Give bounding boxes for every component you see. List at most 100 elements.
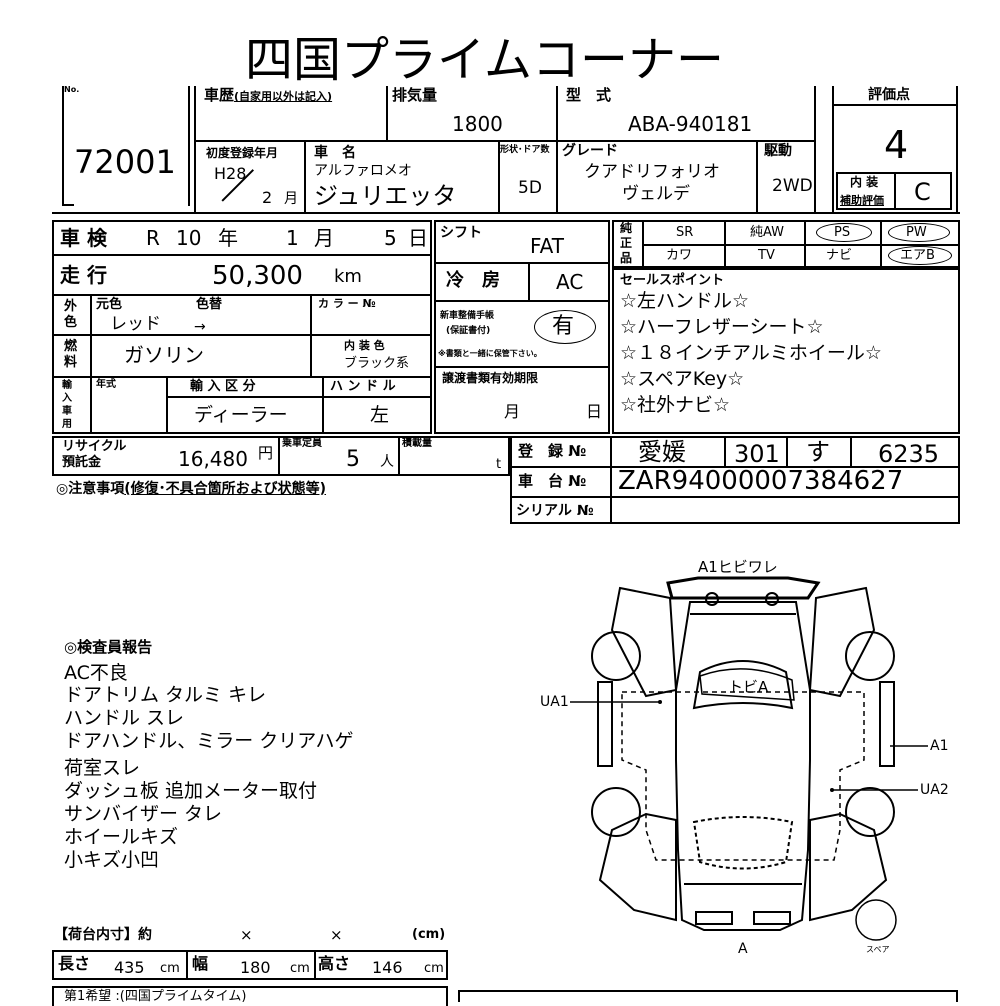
report-label: ◎検査員報告	[64, 638, 153, 656]
sales-point-5: ☆社外ナビ☆	[620, 394, 731, 416]
body-type-label: 形状･ドア数	[500, 145, 550, 155]
registration-number: 6235	[878, 440, 940, 468]
diagram-roof-label: トビA	[728, 678, 769, 696]
import-year-label: 年式	[96, 379, 116, 390]
transfer-label: 譲渡書類有効期限	[442, 371, 539, 385]
option-navi: ナビ	[826, 248, 853, 263]
body-type-value: 5D	[518, 178, 542, 198]
inspection-year: 10	[176, 226, 202, 250]
main-grid-center	[434, 220, 610, 434]
cargo-dimensions-box	[52, 950, 448, 980]
color-original-value: レッド	[110, 314, 161, 334]
ac-label: 冷 房	[446, 270, 500, 291]
recycle-label-1: リサイクル	[62, 439, 127, 454]
report-item: ドアトリム タルミ キレ	[64, 684, 267, 706]
grade-line1: クアドリフォリオ	[584, 162, 720, 182]
cargo-x2: ×	[330, 926, 343, 944]
report-item: ダッシュ板 追加メーター取付	[64, 780, 318, 802]
model-label: 型 式	[566, 86, 612, 104]
genuine-1: 純	[620, 221, 633, 235]
import-category-value: ディーラー	[194, 404, 288, 426]
maintenance-label-1: 新車整備手帳	[440, 311, 495, 321]
car-name: ジュリエッタ	[314, 182, 457, 210]
car-name-label: 車 名	[314, 145, 356, 161]
load-label: 積載量	[402, 438, 432, 449]
diagram-rear-label: A1ヒビワレ	[698, 558, 778, 576]
recycle-box	[52, 436, 510, 476]
sales-point-3: ☆１８インチアルミホイール☆	[620, 342, 882, 364]
diagram-front-label: A	[738, 941, 748, 957]
mileage-value: 50,300	[212, 261, 303, 291]
cargo-height-label: 高さ	[318, 954, 351, 973]
color-label-2: 色	[64, 315, 78, 330]
cargo-width-cm: cm	[290, 961, 310, 976]
inspection-year-unit: 年	[218, 226, 238, 250]
diagram-spare-label: スペア	[866, 945, 890, 954]
grade-line2: ヴェルデ	[622, 184, 690, 204]
cargo-label: 【荷台内寸】約	[54, 927, 152, 943]
mileage-label: 走 行	[60, 263, 107, 287]
cargo-length: 435	[114, 958, 145, 977]
option-leather: カワ	[666, 248, 693, 263]
color-change-label: 色替	[196, 297, 223, 312]
registration-box	[510, 436, 960, 524]
no-label: No.	[64, 85, 80, 94]
option-ps: PS	[834, 225, 851, 240]
page-title: 四国プライムコーナー	[245, 32, 725, 88]
import-label-2: 入	[62, 393, 72, 404]
main-grid-left	[52, 220, 432, 434]
registration-kana: す	[806, 438, 830, 466]
report-item: 荷室スレ	[64, 757, 141, 779]
maintenance-circle	[534, 310, 596, 344]
fuel-label-1: 燃	[64, 339, 78, 354]
import-handle-label: ハ ン ド ル	[330, 379, 396, 394]
registration-area: 愛媛	[638, 438, 686, 466]
history-label: 車歴(自家用以外は記入)	[204, 86, 333, 104]
report-item: ハンドル スレ	[64, 707, 185, 729]
option-pw-circle	[888, 223, 950, 242]
recycle-label-2: 預託金	[62, 455, 102, 470]
cargo-height-cm: cm	[424, 961, 444, 976]
option-sr: SR	[676, 225, 694, 240]
import-label-4: 用	[62, 419, 72, 430]
cargo-unit-label: (cm)	[412, 927, 446, 942]
report-item: ドアハンドル、ミラー クリアハゲ	[64, 730, 354, 752]
bracket-right	[188, 86, 190, 206]
option-airbag: エアB	[900, 248, 935, 263]
color-change-arrow: →	[194, 319, 206, 335]
inspection-month-unit: 月	[314, 226, 334, 250]
capacity-label: 乗車定員	[282, 438, 322, 449]
displacement-label: 排気量	[392, 86, 438, 104]
interior-score-label-2: 補助評価	[840, 194, 884, 207]
transfer-day-unit: 日	[586, 402, 603, 421]
car-damage-diagram	[570, 576, 928, 941]
grade-label: グレード	[562, 143, 618, 159]
inspection-day: 5	[384, 226, 397, 250]
diagram-right-label-1: A1	[930, 738, 949, 754]
cargo-length-cm: cm	[160, 961, 180, 976]
first-reg-month: 2	[262, 188, 273, 207]
cargo-length-label: 長さ	[58, 954, 91, 973]
import-label-3: 車	[62, 406, 72, 417]
capacity-value: 5	[346, 447, 360, 472]
option-pw: PW	[906, 225, 927, 240]
report-item: サンバイザー タレ	[64, 803, 223, 825]
diagram-left-label: UA1	[540, 694, 569, 710]
transfer-month-unit: 月	[504, 402, 521, 421]
score-value: 4	[884, 123, 909, 167]
registration-label: 登 録 №	[518, 442, 587, 460]
interior-color-value: ブラック系	[344, 356, 410, 371]
hope-line: 第1希望 :(四国プライムタイム)	[64, 989, 247, 1004]
model-value: ABA-940181	[628, 112, 753, 136]
bottom-right-box	[458, 990, 958, 1002]
option-aw: 純AW	[750, 225, 785, 240]
drive-value: 2WD	[772, 176, 813, 196]
color-original-label: 元色	[96, 297, 123, 312]
color-label-1: 外	[64, 299, 78, 314]
interior-score-label-1: 内 装	[850, 175, 879, 189]
score-label: 評価点	[868, 87, 910, 103]
notes-label: ◎注意事項(修復･不具合箇所および状態等)	[56, 481, 327, 497]
fuel-value: ガソリン	[124, 343, 204, 367]
cargo-height: 146	[372, 958, 403, 977]
maintenance-note: ※書類と一緒に保管下さい。	[438, 349, 542, 358]
